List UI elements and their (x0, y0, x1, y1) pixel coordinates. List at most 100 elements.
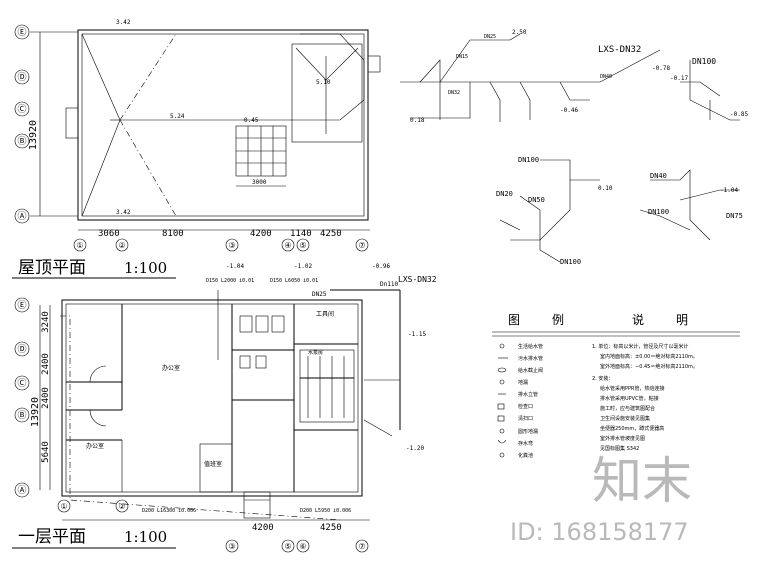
g-col-6: ⑥ (299, 542, 306, 551)
g-elev-2: -1.02 (294, 263, 312, 270)
row-b: Ⓑ (17, 136, 26, 147)
row-c: Ⓒ (17, 104, 26, 115)
watermark: 知末 ID: 168158177 (510, 452, 692, 546)
room-pump: 水泵房 (308, 349, 323, 356)
iso-dn25: DN25 (484, 34, 496, 40)
pipe-isometrics: LXS-DN32 DN25 DN32 DN40 DN15 2.50 -0.78 … (400, 29, 748, 266)
g-row-c: Ⓒ (17, 378, 26, 389)
legend-item-9: 存水弯 (518, 440, 533, 447)
room-duty: 值班室 (204, 460, 222, 468)
g-elev-5: -1.20 (406, 445, 424, 452)
legend-h3: 说 (632, 312, 644, 327)
iso-dn20: DN20 (496, 190, 513, 198)
g-pipe-label: LXS-DN32 (398, 275, 437, 284)
ground-plan: Ⓔ Ⓓ Ⓒ Ⓑ Ⓐ 13920 3240 2400 2400 5640 (12, 263, 437, 553)
row-d: Ⓓ (17, 72, 26, 83)
roof-note-right: 5.10 (316, 79, 331, 86)
iso-elev-6: 0.10 (598, 185, 613, 192)
roof-row-axis: Ⓔ Ⓓ Ⓒ Ⓑ Ⓐ (14, 24, 30, 224)
g-col-3: ③ (228, 542, 235, 551)
roof-vent-dim: 3000 (252, 179, 267, 186)
g-row-b: Ⓑ (17, 410, 26, 421)
iso-elev-8: -0.17 (670, 75, 688, 82)
note-6: 排水管采用UPVC管，粘接 (600, 395, 659, 402)
legend-h1: 图 (508, 313, 520, 327)
roof-dim-1: 3060 (98, 229, 120, 239)
g-elev-3: -0.96 (372, 263, 390, 270)
iso-elev-1: 2.50 (512, 29, 527, 36)
g-code-1: D150 L2000 i0.01 (206, 278, 254, 284)
iso-dn15: DN15 (456, 54, 468, 60)
g-dim-b1: 4200 (252, 523, 274, 533)
note-1: 1. 单位：标高以米计，管径及尺寸以毫米计 (592, 343, 688, 350)
roof-col-5: ⑤ (299, 241, 306, 250)
g-dim-1: 3240 (41, 311, 51, 333)
roof-note-top: 3.42 (116, 19, 131, 26)
legend-item-10: 化粪池 (518, 452, 533, 459)
g-pipe-top: DN25 (312, 291, 327, 298)
note-10: 室外排水管坡度见图 (600, 435, 645, 442)
g-elev-4: -1.15 (408, 331, 426, 338)
roof-dim-5: 4250 (320, 229, 342, 239)
roof-dim-left: 13920 (28, 120, 39, 150)
iso-elev-4: -0.46 (560, 107, 578, 114)
roof-col-4: ④ (284, 241, 291, 250)
g-dim-total: 13920 (30, 397, 41, 427)
iso-dn100-b: DN100 (518, 156, 539, 164)
iso-dn32: DN32 (448, 90, 460, 96)
roof-plan-title: 屋顶平面 (18, 258, 86, 278)
iso-elev-2: -0.78 (652, 65, 670, 72)
note-4: 2. 安装： (592, 375, 613, 382)
legend-h2: 例 (552, 313, 564, 327)
roof-note-mid2: 0.45 (244, 117, 259, 124)
watermark-brand: 知末 (592, 452, 692, 510)
legend-item-2: 污水排水管 (518, 355, 543, 362)
g-col-2: ② (118, 502, 125, 511)
g-code-3: D200 L16300 i0.006 (142, 508, 196, 514)
legend-item-1: 生活给水管 (518, 343, 543, 350)
g-elev-1: -1.04 (226, 263, 244, 270)
ground-plan-scale: 1:100 (124, 528, 167, 546)
roof-plan-scale: 1:100 (124, 259, 167, 277)
ground-plan-title: 一层平面 (18, 527, 86, 547)
roof-note-mid: 5.24 (170, 113, 185, 120)
roof-col-2: ② (118, 241, 125, 250)
g-dim-4: 5640 (41, 441, 51, 463)
roof-col-7: ⑦ (358, 241, 365, 250)
note-3: 室外地面标高：−0.45＝绝对标高2110m。 (600, 363, 698, 370)
legend-item-5: 排水立管 (518, 391, 538, 398)
iso-dn100-c: DN100 (560, 258, 581, 266)
g-dim-3: 2400 (41, 387, 51, 409)
legend-notes: 1. 单位：标高以米计，管径及尺寸以毫米计 室内地面标高：±0.00＝绝对标高2… (592, 343, 698, 452)
note-7: 施工时，应与建筑图配合 (600, 405, 655, 412)
roof-dim-2: 8100 (162, 229, 184, 239)
note-9: 坐便器250mm，蹲式便器高 (600, 425, 664, 432)
legend-item-4: 地漏 (518, 379, 528, 386)
g-dn110: Dn110 (380, 281, 398, 288)
room-tool: 工具间 (316, 310, 334, 318)
roof-dims-bottom: 3060 8100 4200 1140 4250 (98, 229, 342, 239)
roof-note-bottom: 3.42 (116, 209, 131, 216)
note-2: 室内地面标高：±0.00＝绝对标高2110m。 (600, 353, 698, 360)
ground-col-axis: ① ② ③ ⑤ ⑥ ⑦ (57, 499, 369, 553)
iso-dn40: DN40 (600, 74, 612, 80)
roof-col-1: ① (76, 241, 83, 250)
g-dim-2: 2400 (41, 353, 51, 375)
legend-item-3: 给水截止阀 (518, 367, 543, 374)
g-dim-b2: 4250 (320, 523, 342, 533)
note-5: 给水管采用PPR管，热熔连接 (600, 385, 665, 392)
note-8: 卫生间设施安装见图集 (600, 415, 650, 422)
roof-dim-4: 1140 (290, 229, 312, 239)
g-row-e: Ⓔ (17, 300, 26, 311)
g-col-7: ⑦ (358, 542, 365, 551)
legend-h4: 明 (676, 313, 688, 327)
note-11: 见国标图集 S342 (600, 445, 639, 452)
iso-elev-7: -1.04 (720, 187, 738, 194)
room-office-2: 办公室 (86, 442, 104, 450)
roof-dim-3: 4200 (250, 229, 272, 239)
g-code-2: D150 L6050 i0.01 (270, 278, 318, 284)
iso-top-label: LXS-DN32 (598, 45, 641, 55)
iso-dn100-a: DN100 (692, 57, 716, 66)
iso-dn100-d: DN100 (648, 208, 669, 216)
